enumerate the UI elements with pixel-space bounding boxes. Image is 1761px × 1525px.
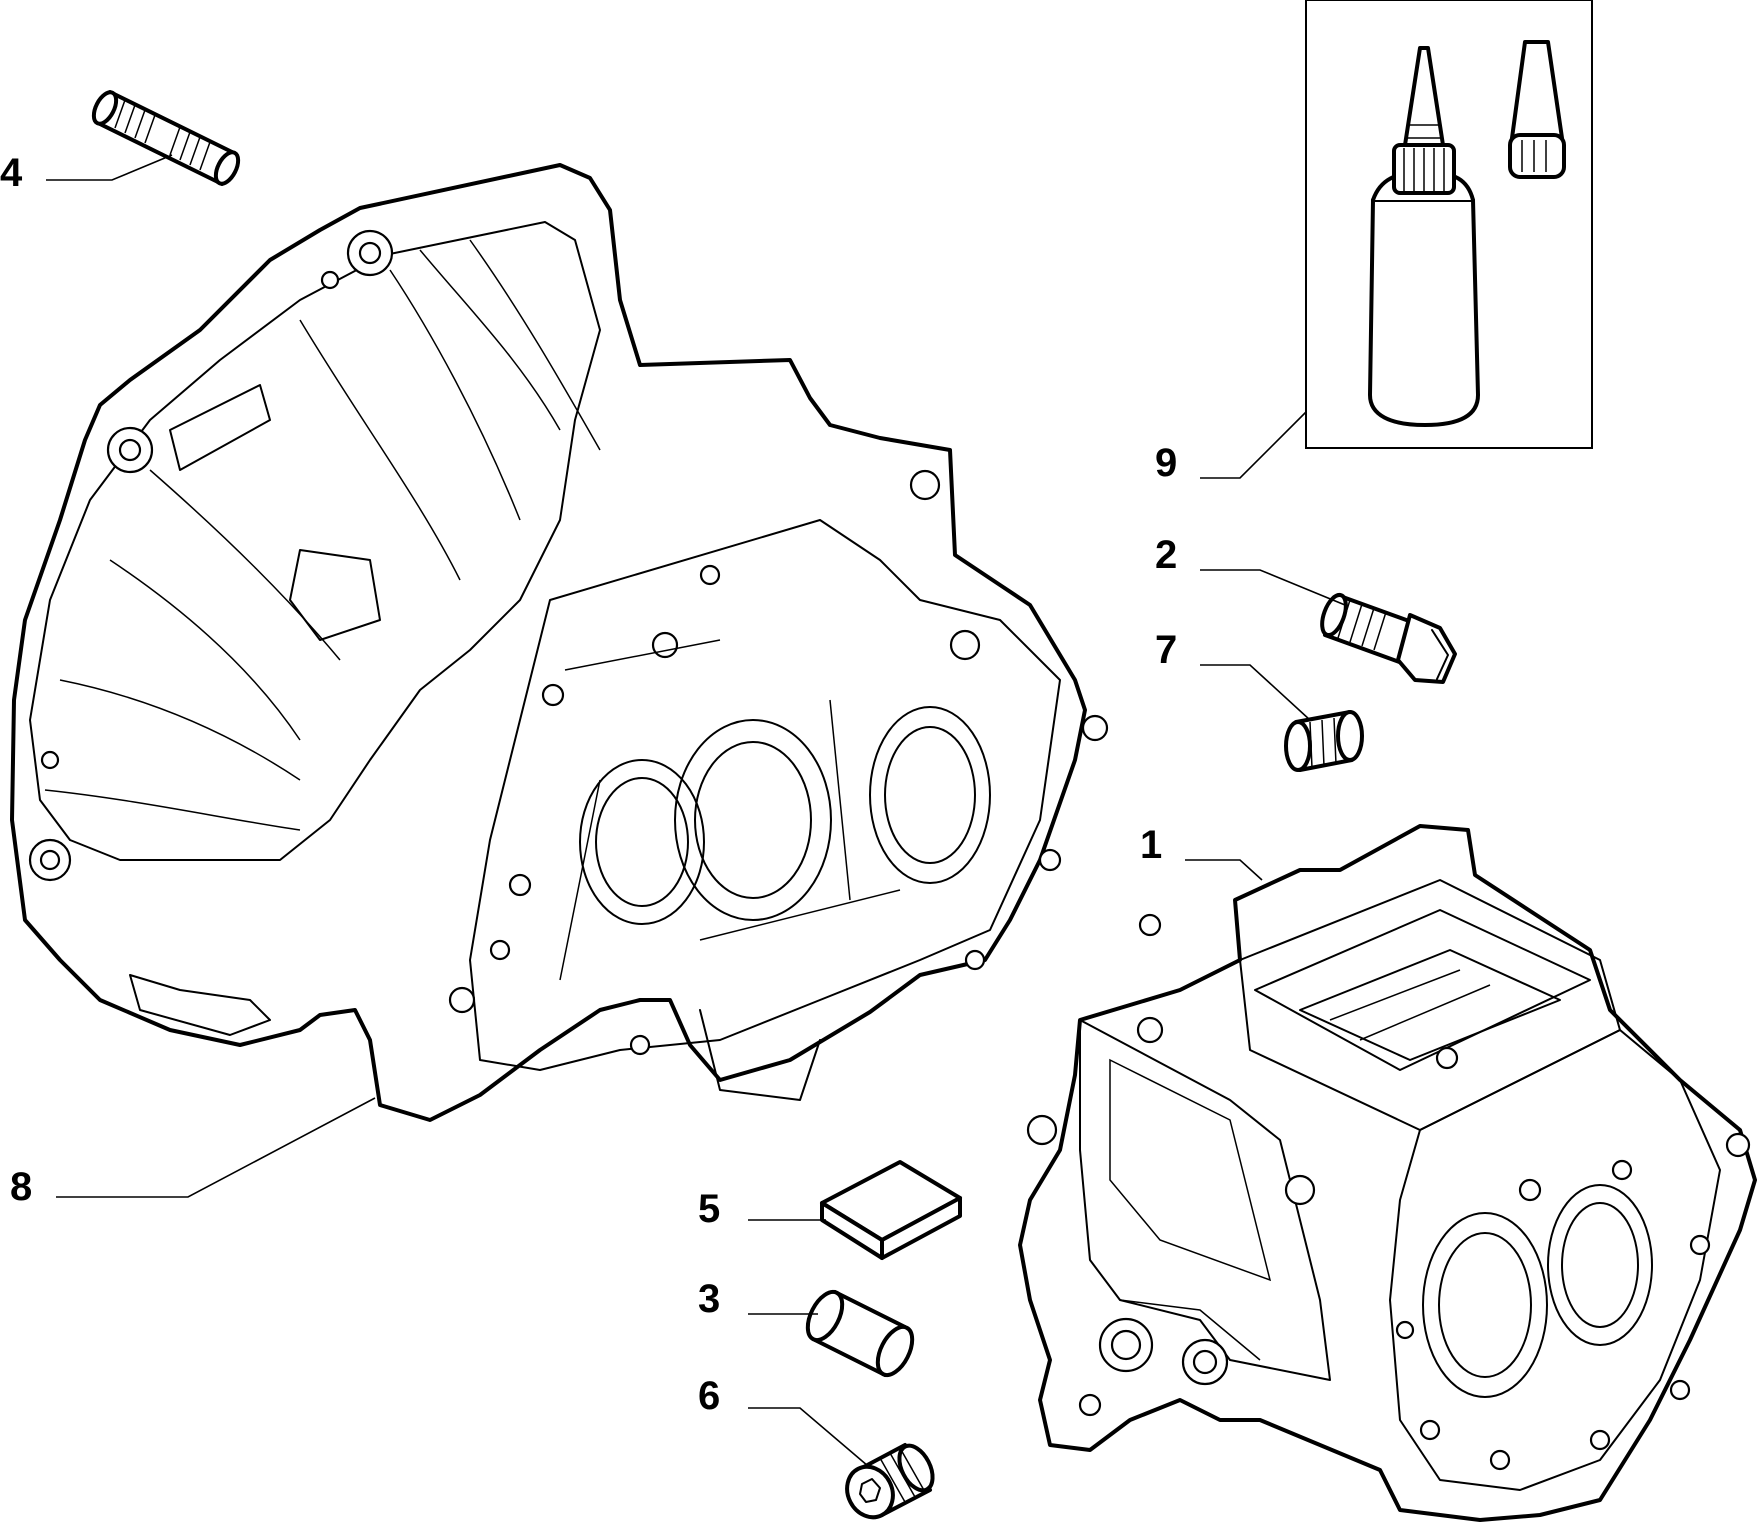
callout-label-7: 7 <box>1155 628 1177 672</box>
callout-6: 6 <box>698 1374 869 1467</box>
callout-label-2: 2 <box>1155 533 1177 577</box>
callout-5: 5 <box>698 1187 826 1231</box>
part-2-hex-bolt[interactable] <box>1317 592 1457 684</box>
callout-label-6: 6 <box>698 1374 720 1418</box>
callout-label-4: 4 <box>0 151 23 195</box>
callout-label-3: 3 <box>698 1277 720 1321</box>
callout-9: 9 <box>1155 411 1307 485</box>
part-4-stud[interactable] <box>89 89 242 187</box>
callout-7: 7 <box>1155 628 1311 721</box>
callout-2: 2 <box>1155 533 1346 606</box>
callout-1: 1 <box>1140 823 1263 881</box>
callout-label-9: 9 <box>1155 441 1177 485</box>
part-8-clutch-housing[interactable] <box>10 163 1109 1122</box>
callout-label-1: 1 <box>1140 823 1162 867</box>
callout-8: 8 <box>10 1097 376 1209</box>
callout-label-8: 8 <box>10 1165 32 1209</box>
callout-label-5: 5 <box>698 1187 720 1231</box>
part-5-pad[interactable] <box>820 1160 962 1260</box>
part-3-dowel[interactable] <box>801 1286 920 1380</box>
part-9-sealant-kit[interactable] <box>1305 0 1593 449</box>
part-7-plug[interactable] <box>1284 710 1364 772</box>
callout-4: 4 <box>0 151 173 195</box>
part-1-gearbox-casing[interactable] <box>1018 824 1757 1522</box>
part-6-threaded-plug[interactable] <box>839 1440 940 1525</box>
callout-3: 3 <box>698 1277 818 1321</box>
